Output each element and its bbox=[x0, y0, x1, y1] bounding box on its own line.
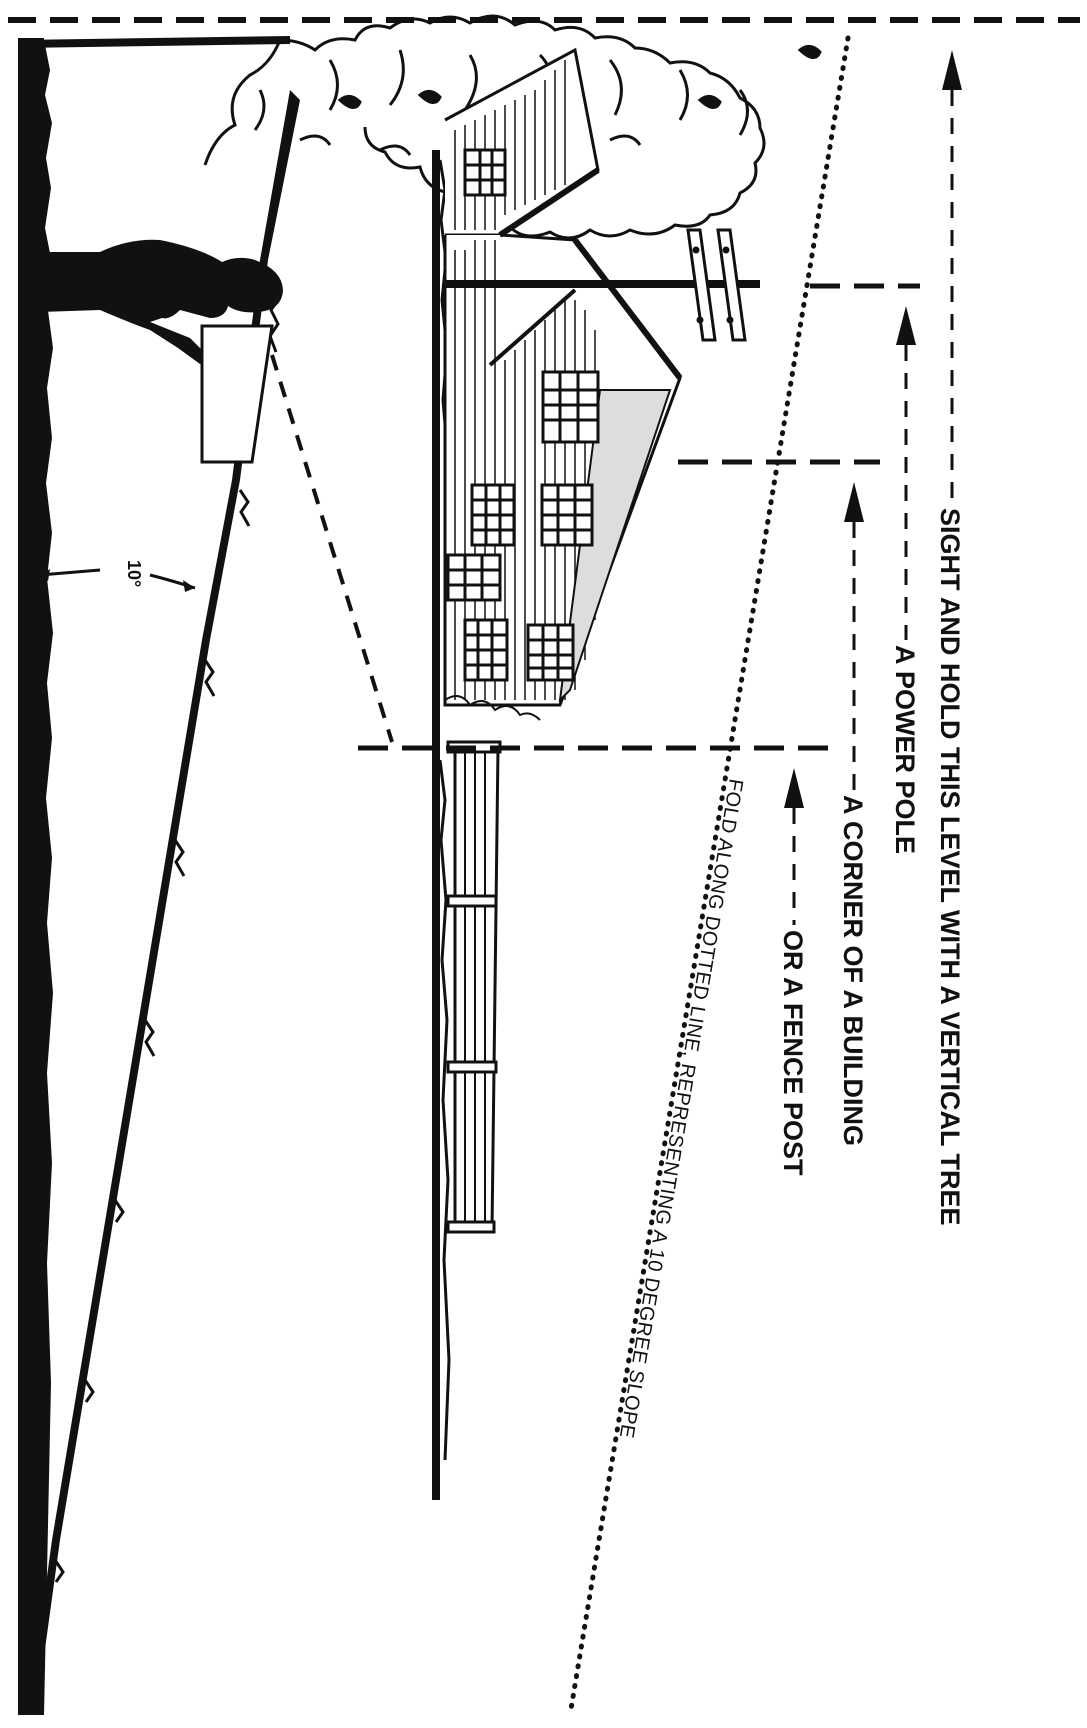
house-icon bbox=[443, 47, 683, 721]
arrow-up-icon bbox=[896, 306, 916, 640]
angle-marker: 10° bbox=[39, 560, 196, 592]
fence-icon bbox=[446, 740, 502, 1234]
label-tree: SIGHT AND HOLD THIS LEVEL WITH A VERTICA… bbox=[935, 508, 965, 1226]
left-ground bbox=[18, 36, 290, 1715]
angle-label: 10° bbox=[124, 560, 144, 587]
card-sight-line bbox=[270, 354, 394, 743]
fold-line bbox=[567, 35, 851, 1718]
clipboard-card-icon bbox=[200, 324, 274, 464]
power-pole-icon bbox=[445, 228, 760, 342]
label-building: A CORNER OF A BUILDING bbox=[838, 795, 868, 1146]
label-fold: FOLD ALONG DOTTED LINE, REPRESENTING A 1… bbox=[615, 777, 747, 1440]
person-silhouette-icon bbox=[40, 239, 283, 364]
label-fence: OR A FENCE POST bbox=[778, 930, 808, 1176]
label-power-pole: A POWER POLE bbox=[890, 645, 920, 854]
arrow-up-icon bbox=[844, 482, 864, 790]
arrow-up-icon bbox=[784, 768, 804, 925]
arrow-up-icon bbox=[942, 50, 962, 510]
